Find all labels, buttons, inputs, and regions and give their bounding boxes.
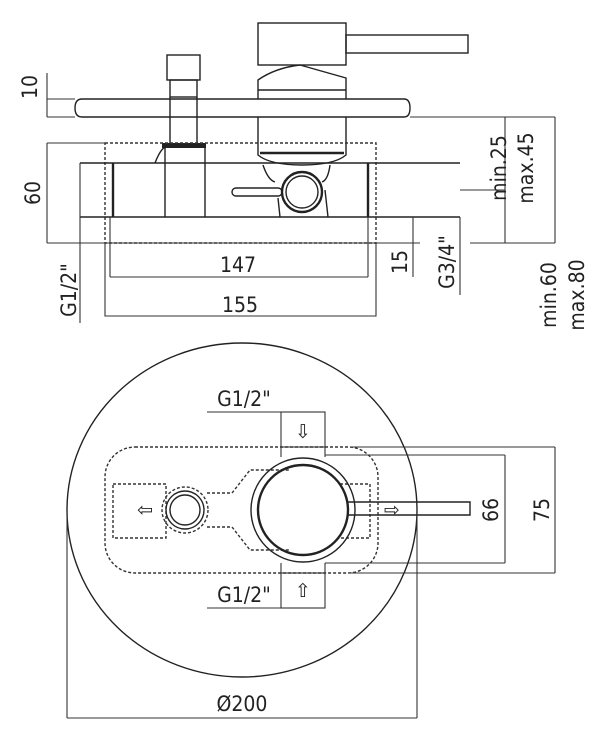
handle-body	[257, 22, 347, 66]
wall-box-outline	[104, 142, 377, 244]
dim-body-height: 60	[21, 181, 45, 205]
handle-collar	[257, 64, 347, 99]
lever	[348, 501, 471, 516]
inlet-bottom-thread-label: G1/2"	[217, 583, 271, 607]
dim-plate-thickness: 10	[18, 75, 42, 99]
inlet-thread-label: G1/2"	[57, 263, 81, 317]
dim-inner-width: 147	[220, 253, 256, 277]
depth-max-2: max.80	[565, 259, 589, 330]
cover-plate	[74, 98, 411, 118]
depth-min-1: min.25	[487, 135, 511, 201]
depth-min-2: min.60	[537, 262, 561, 328]
diverter-stem	[154, 146, 206, 217]
lever	[345, 34, 469, 54]
dim-diameter: Ø200	[217, 692, 268, 716]
front-view: ⇦ ⇨ ⇩ G1/2" ⇧ G1/2" 66 75 Ø200	[66, 342, 556, 719]
inlet-bottom	[280, 572, 326, 609]
arrow-left-icon: ⇦	[137, 499, 153, 521]
wall-box-outline	[104, 446, 379, 574]
diverter-knob	[166, 54, 201, 81]
dim-inner-height: 66	[479, 498, 503, 522]
dim-outer-height: 75	[530, 498, 554, 522]
dim-offset: 15	[388, 250, 412, 274]
side-view: 10 60 147 155 G1/2" 15 G3/4" min.25 max.…	[18, 22, 589, 331]
inlet-top-thread-label: G1/2"	[217, 387, 271, 411]
handle-base	[250, 457, 356, 563]
arrow-up-icon: ⇧	[295, 580, 311, 602]
inlet-top	[280, 411, 326, 448]
arrow-right-icon: ⇨	[384, 499, 400, 521]
outlet-thread-label: G3/4"	[435, 235, 459, 289]
arrow-down-icon: ⇩	[295, 421, 311, 443]
outlet-port	[280, 170, 324, 214]
depth-max-1: max.45	[514, 132, 538, 203]
cartridge-body	[257, 117, 347, 166]
dim-outer-width: 155	[222, 293, 258, 317]
indicator-pin	[231, 187, 283, 197]
diverter-knob	[165, 490, 205, 530]
